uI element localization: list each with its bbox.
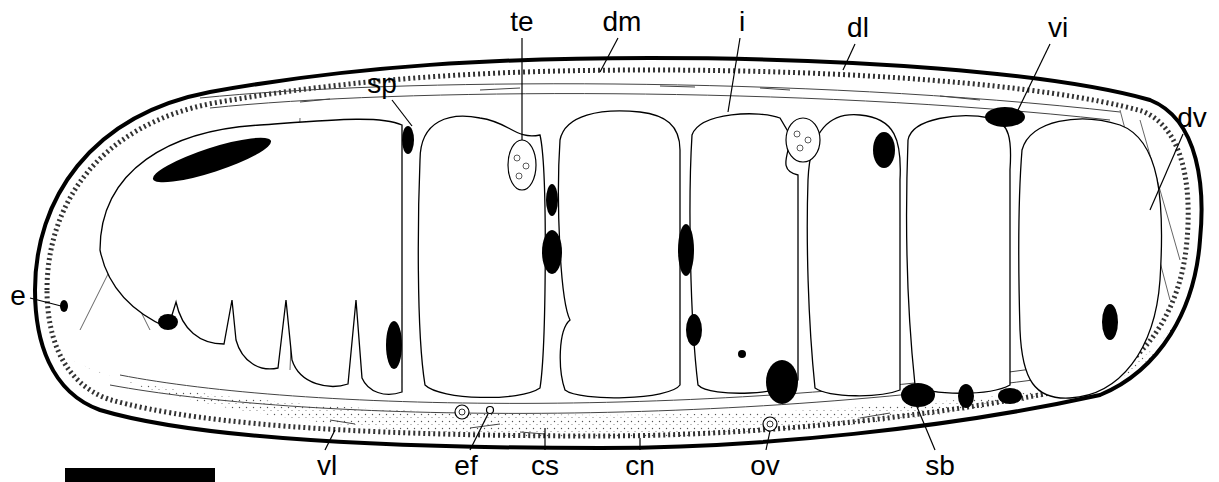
part-label: sb xyxy=(925,452,955,480)
part-label: cs xyxy=(531,452,559,480)
part-label: dl xyxy=(847,14,869,42)
scale-bar xyxy=(65,468,215,482)
part-label: vi xyxy=(1048,14,1068,42)
part-label: e xyxy=(10,282,26,310)
part-label: i xyxy=(739,8,745,36)
part-label: vl xyxy=(317,452,337,480)
part-label: ef xyxy=(454,452,477,480)
part-label: sp xyxy=(367,70,397,98)
part-label: dv xyxy=(1177,104,1207,132)
part-label: dm xyxy=(603,8,642,36)
part-label: cn xyxy=(625,452,655,480)
part-label: ov xyxy=(750,452,780,480)
part-label: te xyxy=(510,8,533,36)
